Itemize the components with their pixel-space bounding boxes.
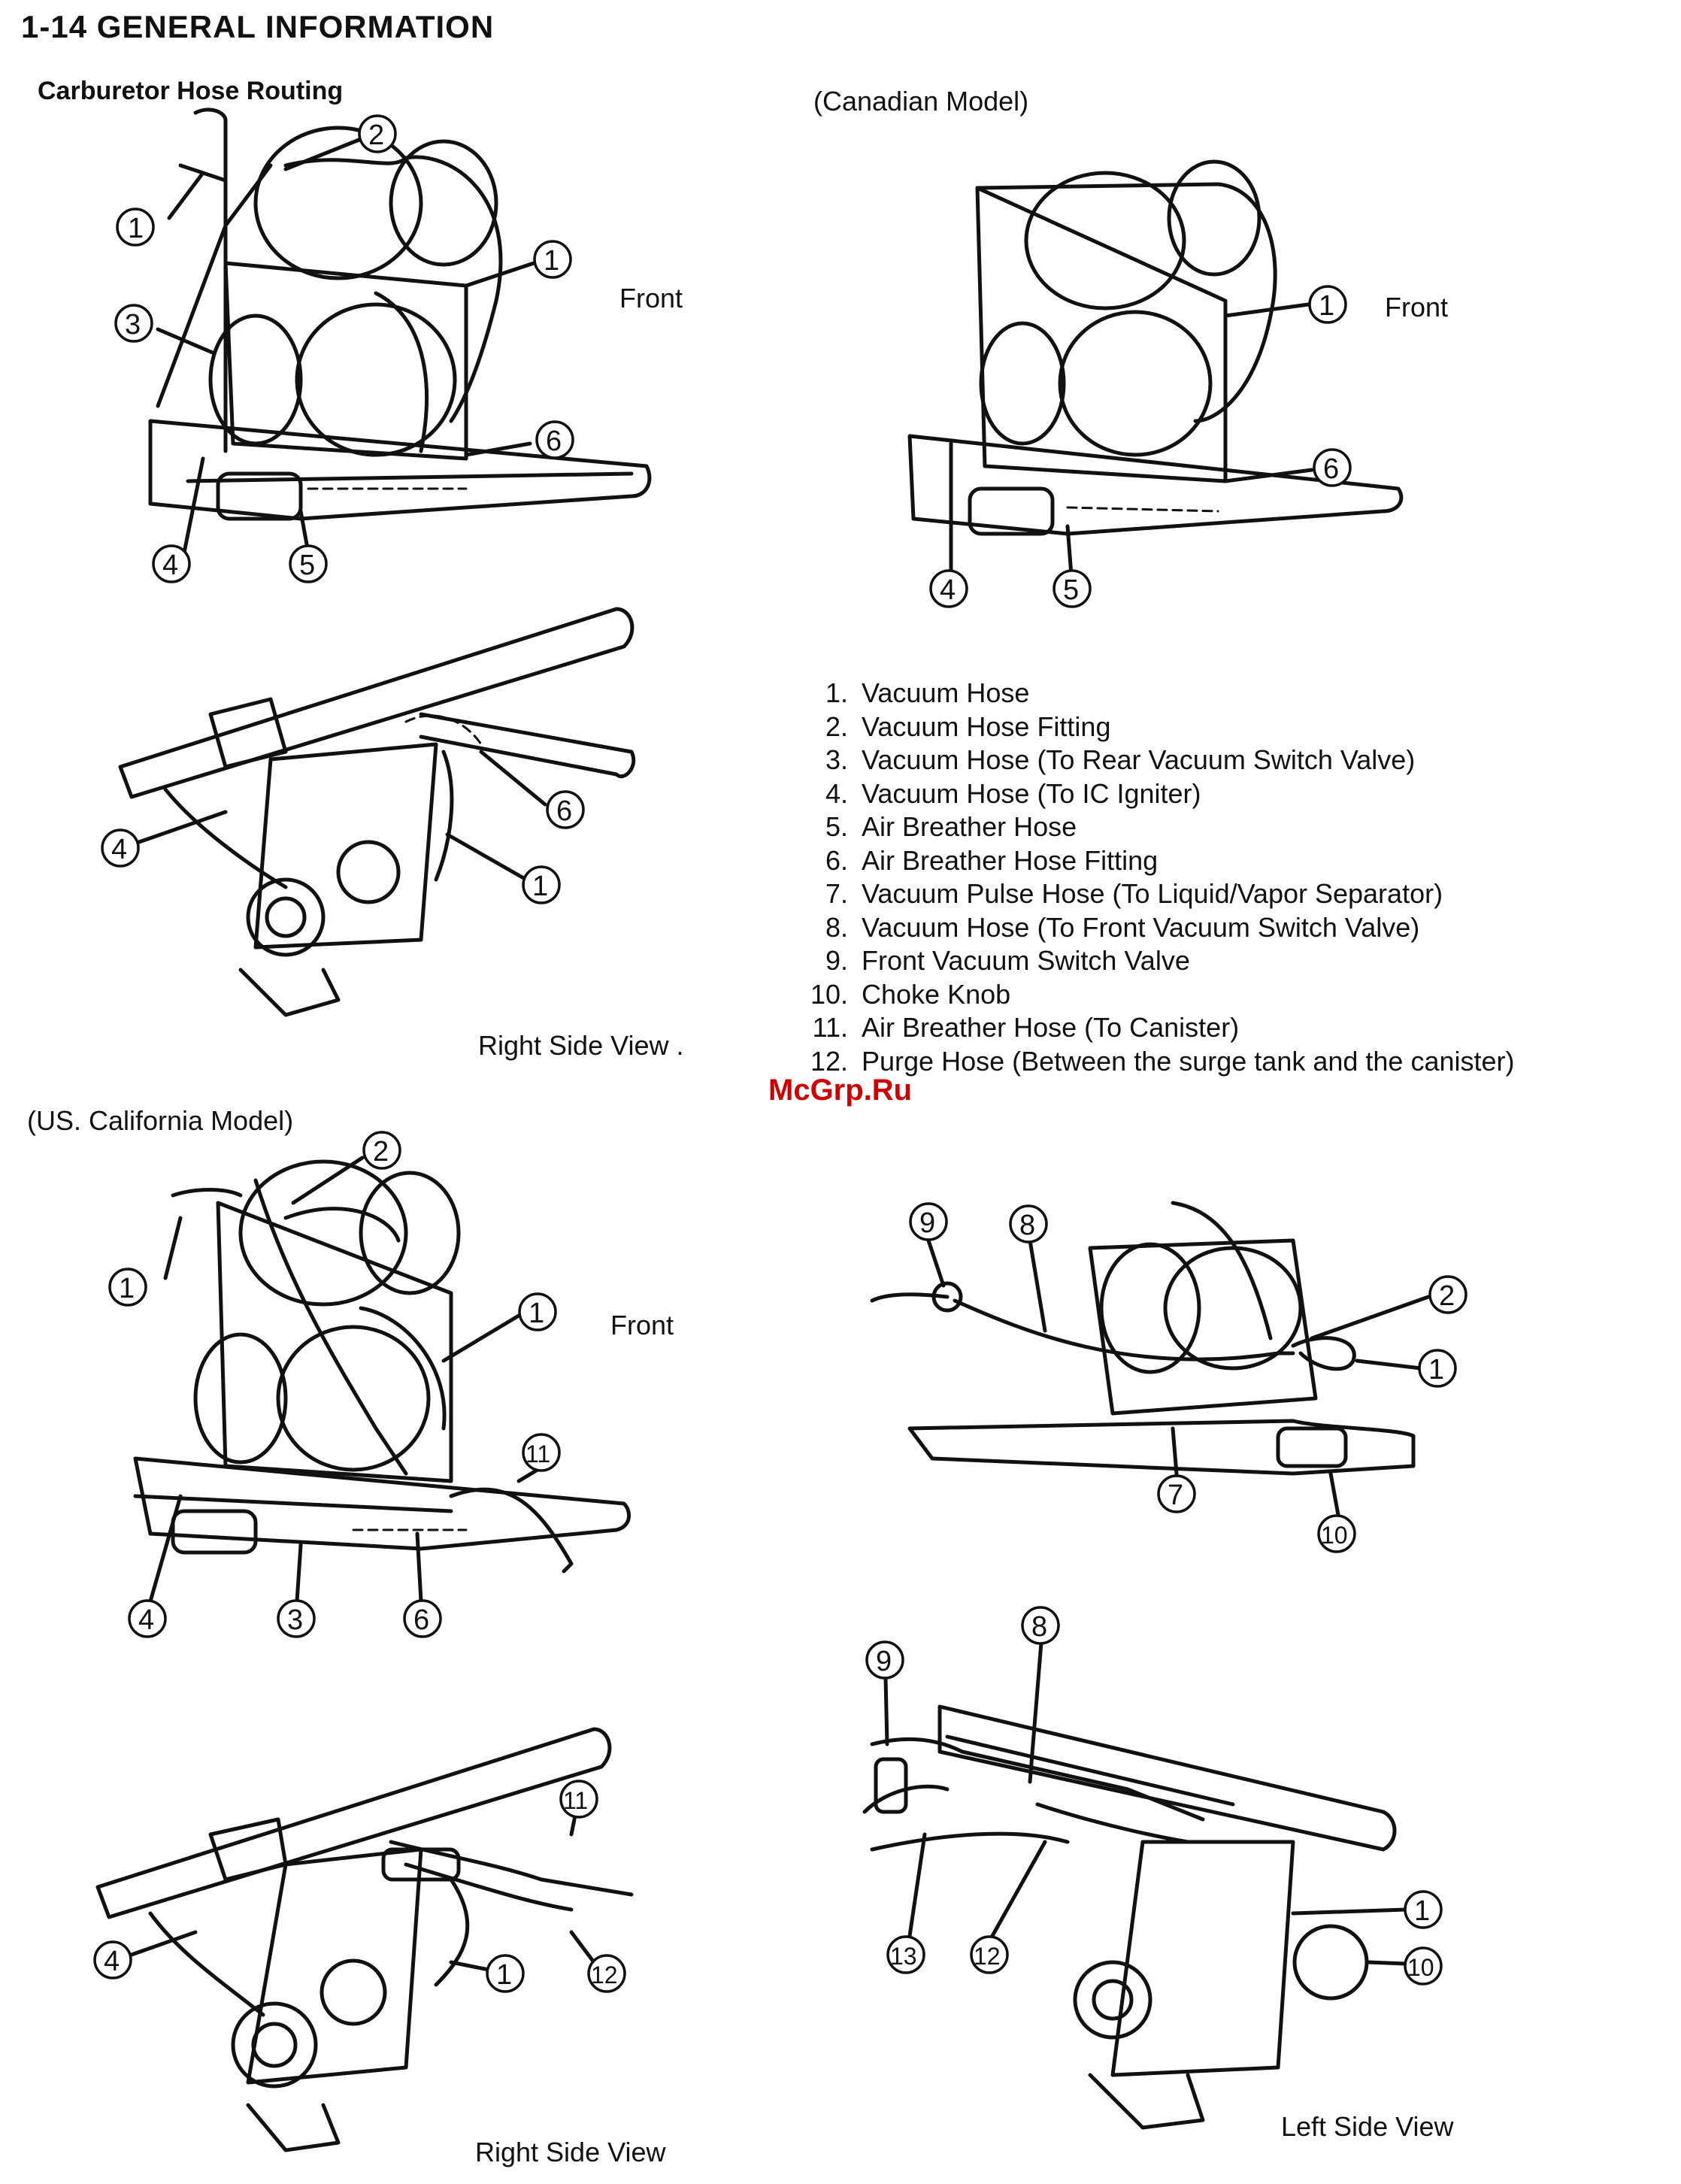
svg-text:2: 2 bbox=[368, 120, 384, 151]
watermark: McGrp.Ru bbox=[768, 1074, 913, 1107]
california-model-label: (US. California Model) bbox=[27, 1105, 294, 1136]
svg-text:6: 6 bbox=[556, 795, 572, 827]
fig7-drawing bbox=[95, 1727, 634, 2152]
svg-text:11: 11 bbox=[526, 1440, 550, 1468]
page-header: 1-14 GENERAL INFORMATION bbox=[21, 9, 495, 44]
svg-text:1: 1 bbox=[529, 1298, 544, 1329]
fig3-drawing bbox=[118, 607, 636, 1017]
svg-text:1: 1 bbox=[128, 213, 144, 244]
svg-text:10: 10 bbox=[1321, 1522, 1348, 1549]
fig7-callouts: 11 4 1 12 bbox=[93, 1780, 626, 1993]
fig1-callouts: 1 2 1 3 6 4 5 bbox=[114, 114, 574, 583]
fig2-callouts: 1 6 4 5 bbox=[929, 285, 1352, 608]
svg-text:4: 4 bbox=[162, 550, 178, 581]
svg-text:7: 7 bbox=[1168, 1480, 1183, 1511]
legend-item: 12.Purge Hose (Between the surge tank an… bbox=[810, 1045, 1515, 1077]
fig7-view-label: Right Side View bbox=[475, 2137, 666, 2167]
svg-text:13: 13 bbox=[890, 1943, 917, 1970]
legend-item: 6.Air Breather Hose Fitting bbox=[825, 844, 1159, 876]
svg-text:4: 4 bbox=[104, 1946, 120, 1977]
svg-text:2: 2 bbox=[1439, 1280, 1455, 1312]
fig2-front-label: Front bbox=[1385, 292, 1449, 323]
svg-text:6: 6 bbox=[413, 1604, 429, 1636]
svg-text:1: 1 bbox=[544, 245, 559, 277]
svg-text:1: 1 bbox=[1414, 1895, 1430, 1927]
legend-item: 1.Vacuum Hose bbox=[825, 677, 1030, 708]
parts-legend: 1.Vacuum Hose 2.Vacuum Hose Fitting 3.Va… bbox=[797, 677, 1661, 1078]
fig8-drawing bbox=[862, 1704, 1397, 2130]
fig5-drawing bbox=[133, 1159, 632, 1574]
svg-text:9: 9 bbox=[876, 1646, 892, 1677]
svg-text:4: 4 bbox=[138, 1604, 154, 1636]
svg-text:2: 2 bbox=[373, 1136, 389, 1168]
svg-text:6: 6 bbox=[546, 426, 562, 457]
fig8-view-label: Left Side View bbox=[1281, 2111, 1454, 2142]
fig5-front-label: Front bbox=[610, 1310, 674, 1340]
svg-text:1: 1 bbox=[1319, 290, 1334, 322]
fig4-callouts: 9 8 2 1 7 10 bbox=[909, 1202, 1467, 1553]
legend-item: 4.Vacuum Hose (To IC Igniter) bbox=[825, 777, 1201, 809]
fig3-view-label: Right Side View . bbox=[478, 1030, 684, 1061]
svg-text:5: 5 bbox=[1063, 574, 1079, 606]
svg-text:1: 1 bbox=[496, 1959, 512, 1991]
svg-text:8: 8 bbox=[1031, 1611, 1047, 1643]
legend-item: 7.Vacuum Pulse Hose (To Liquid/Vapor Sep… bbox=[825, 878, 1443, 909]
svg-text:9: 9 bbox=[919, 1207, 935, 1239]
fig3-callouts: 6 4 1 bbox=[101, 750, 585, 904]
svg-text:11: 11 bbox=[563, 1787, 588, 1814]
svg-text:1: 1 bbox=[119, 1273, 135, 1304]
svg-text:3: 3 bbox=[125, 309, 141, 341]
svg-text:3: 3 bbox=[287, 1604, 303, 1636]
fig1-front-label: Front bbox=[619, 283, 683, 314]
legend-item: 11.Air Breather Hose (To Canister) bbox=[812, 1012, 1240, 1043]
svg-text:1: 1 bbox=[532, 871, 548, 902]
svg-text:12: 12 bbox=[974, 1943, 1001, 1970]
legend-item: 3.Vacuum Hose (To Rear Vacuum Switch Val… bbox=[825, 744, 1416, 775]
svg-text:6: 6 bbox=[1323, 453, 1339, 485]
svg-text:8: 8 bbox=[1019, 1210, 1035, 1241]
svg-text:1: 1 bbox=[1428, 1354, 1444, 1386]
legend-item: 9.Front Vacuum Switch Valve bbox=[825, 945, 1190, 976]
fig5-callouts: 1 2 1 11 4 3 6 bbox=[108, 1131, 561, 1638]
svg-text:4: 4 bbox=[111, 834, 127, 865]
canadian-model-label: (Canadian Model) bbox=[813, 86, 1029, 117]
fig4-drawing bbox=[870, 1201, 1416, 1476]
fig8-callouts: 9 8 13 12 1 10 bbox=[865, 1606, 1443, 1986]
fig1-drawing bbox=[148, 108, 652, 521]
legend-item: 5.Air Breather Hose bbox=[825, 811, 1077, 842]
legend-item: 10.Choke Knob bbox=[810, 978, 1011, 1010]
legend-item: 8.Vacuum Hose (To Front Vacuum Switch Va… bbox=[825, 911, 1420, 943]
svg-text:10: 10 bbox=[1407, 1954, 1434, 1981]
section-title: Carburetor Hose Routing bbox=[38, 77, 344, 105]
svg-text:4: 4 bbox=[940, 574, 956, 606]
svg-text:12: 12 bbox=[591, 1961, 618, 1989]
svg-text:5: 5 bbox=[299, 550, 315, 581]
legend-item: 2.Vacuum Hose Fitting bbox=[825, 710, 1111, 742]
